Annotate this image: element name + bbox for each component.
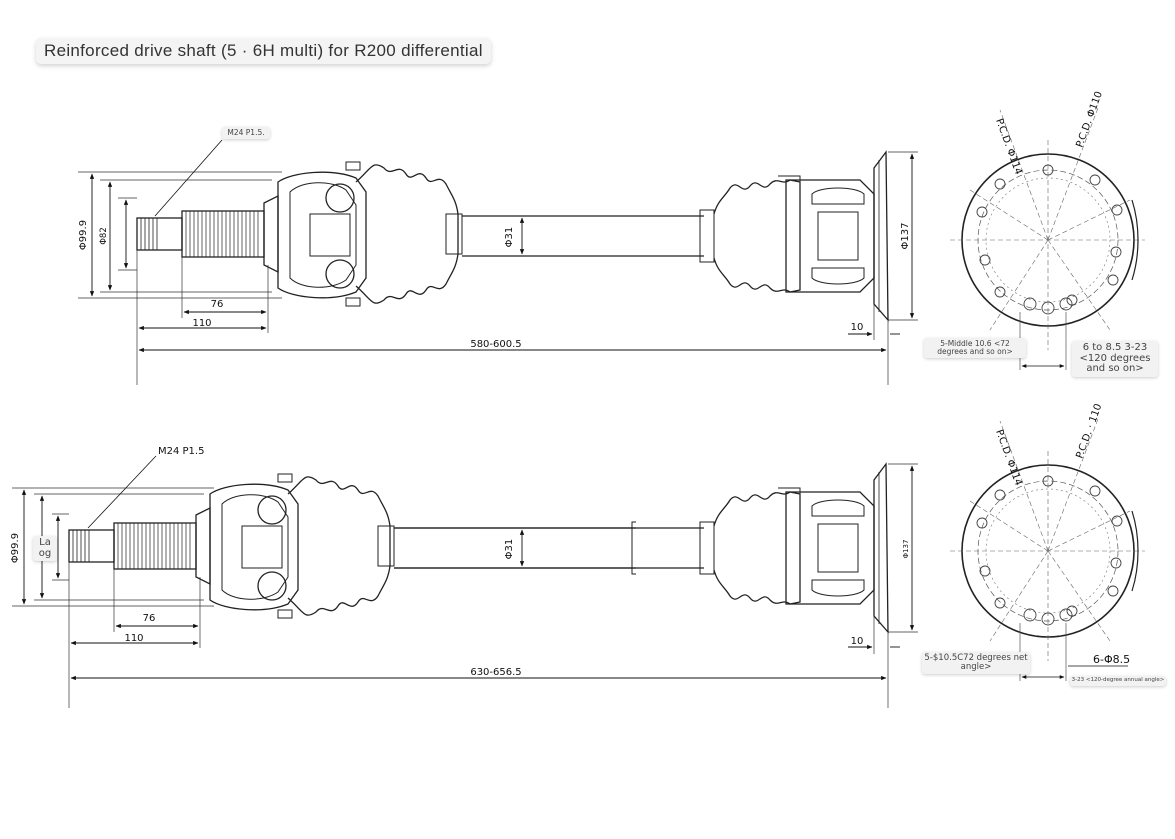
page-title: Reinforced drive shaft (5 · 6H multi) fo…	[36, 38, 491, 64]
bottom-note-small-chip: 3-23 <120-degree annual angle>	[1070, 676, 1166, 686]
top-thread-chip: M24 P1.5.	[222, 127, 270, 139]
bottom-pcd-110-label: P.C.D. · 110	[1074, 402, 1104, 460]
top-dia-outer-label: Φ99.9	[78, 220, 89, 250]
top-note-6h-chip: 6 to 8.5 3-23 <120 degrees and so on>	[1072, 341, 1158, 377]
bottom-flange-dia-label: Φ137	[902, 540, 910, 559]
bottom-total-len-label: 630-656.5	[470, 667, 521, 678]
bottom-len-76-label: 76	[143, 613, 156, 624]
top-pcd-110-label: P.C.D. Φ110	[1074, 90, 1104, 149]
bottom-note-5h-chip: 5-$10.5C72 degrees net angle>	[922, 652, 1030, 674]
bottom-thread-label: M24 P1.5	[158, 446, 204, 457]
bottom-pcd-114-label: P.C.D. Φ114	[993, 428, 1023, 487]
top-dia-inner-label: Φ82	[99, 227, 109, 245]
top-pcd-114-label: P.C.D. Φ114	[993, 117, 1023, 176]
top-flange-end-view	[950, 108, 1145, 370]
bottom-shaft-dia-label: Φ31	[504, 539, 515, 560]
bottom-flange-thk-label: 10	[851, 636, 864, 647]
top-shaft-dia-label: Φ31	[504, 227, 515, 248]
bottom-flange-end-view	[950, 419, 1145, 681]
bottom-len-110-label: 110	[124, 633, 143, 644]
top-note-5h-chip: 5-Middle 10.6 <72 degrees and so on>	[924, 338, 1026, 358]
top-len-76-label: 76	[211, 299, 224, 310]
bottom-dia-inner-chip: La og	[33, 536, 57, 561]
top-total-len-label: 580-600.5	[470, 339, 521, 350]
bottom-note-6h-label: 6-Φ8.5	[1093, 653, 1130, 666]
top-len-110-label: 110	[192, 318, 211, 329]
top-flange-dia-label: Φ137	[900, 223, 911, 250]
top-flange-thk-label: 10	[851, 322, 864, 333]
bottom-dia-outer-label: Φ99.9	[10, 533, 21, 563]
